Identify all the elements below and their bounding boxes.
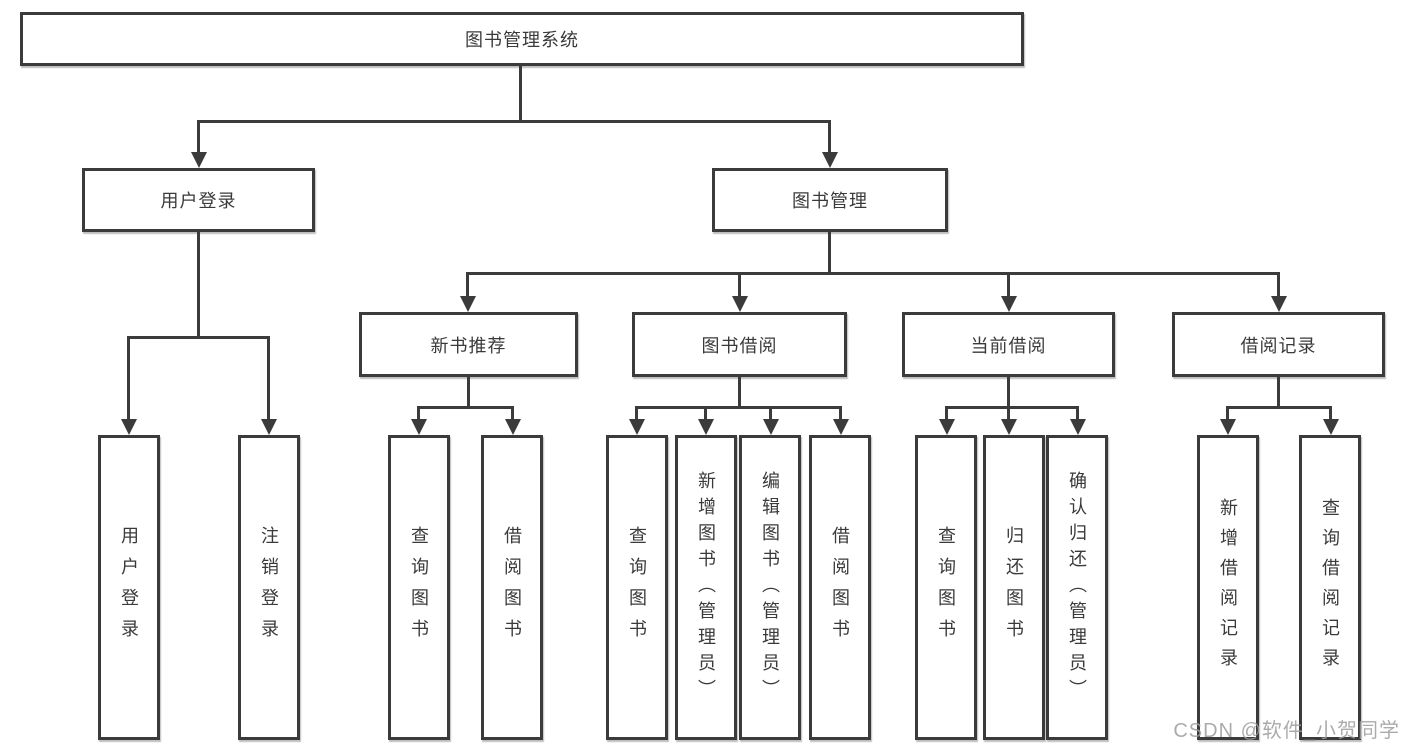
arrowhead-leaf xyxy=(511,406,514,419)
leaf-return-books: 归还图书 xyxy=(983,435,1045,740)
node-label: 图书借阅 xyxy=(701,335,778,356)
leaf-add-books-admin: 新增图书（管理员） xyxy=(675,435,737,740)
node-new-book-recommendation: 新书推荐 xyxy=(359,312,578,377)
node-label: 图书管理系统 xyxy=(465,30,579,50)
leaf-label: 归还图书 xyxy=(1004,525,1024,650)
leaf-query-books-current: 查询图书 xyxy=(915,435,977,740)
arrowhead-leaf xyxy=(945,406,948,419)
node-label: 新书推荐 xyxy=(430,335,507,356)
leaf-label: 编辑图书（管理员） xyxy=(760,470,780,705)
node-label: 用户登录 xyxy=(160,191,237,211)
arrowhead-leaf xyxy=(1329,406,1332,419)
leaf-label: 注销登录 xyxy=(259,525,279,650)
leaf-query-books-borrowing: 查询图书 xyxy=(606,435,668,740)
arrowhead-leaf xyxy=(1226,406,1229,419)
arrowhead-leaf xyxy=(635,406,638,419)
arrowhead-leaf xyxy=(839,406,842,419)
node-book-management: 图书管理 xyxy=(712,168,948,232)
arrowhead-to-borrowing-records xyxy=(1277,272,1280,296)
arrowhead-leaf xyxy=(1076,406,1079,419)
arrowhead-leaf xyxy=(769,406,772,419)
leaf-user-login: 用户登录 xyxy=(98,435,160,740)
connector-book-management-branch xyxy=(466,272,1280,275)
connector-records-branch xyxy=(1226,406,1332,409)
leaf-label: 查询图书 xyxy=(936,525,956,650)
arrowhead-to-new-book-recommendation xyxy=(466,272,469,296)
node-book-management-system: 图书管理系统 xyxy=(20,12,1024,66)
leaf-query-borrowing-record: 查询借阅记录 xyxy=(1299,435,1361,740)
connector-book-management-stem xyxy=(828,232,831,275)
leaf-label: 查询图书 xyxy=(627,525,647,650)
leaf-label: 借阅图书 xyxy=(830,525,850,650)
leaf-label: 新增图书（管理员） xyxy=(696,470,716,705)
leaf-borrow-books-borrowing: 借阅图书 xyxy=(809,435,871,740)
arrowhead-to-book-borrowing xyxy=(738,272,741,296)
connector-borrowing-branch xyxy=(635,406,842,409)
arrowhead-to-book-management xyxy=(828,120,831,152)
leaf-borrow-books-recommend: 借阅图书 xyxy=(481,435,543,740)
leaf-label: 新增借阅记录 xyxy=(1218,497,1238,678)
arrowhead-to-user-login xyxy=(197,120,200,152)
connector-current-stem xyxy=(1007,377,1010,409)
leaf-label: 借阅图书 xyxy=(502,525,522,650)
leaf-edit-books-admin: 编辑图书（管理员） xyxy=(739,435,801,740)
leaf-label: 查询借阅记录 xyxy=(1320,497,1340,678)
node-label: 图书管理 xyxy=(792,191,868,211)
arrowhead-leaf xyxy=(1007,406,1010,419)
connector-current-branch xyxy=(945,406,1079,409)
connector-recommendation-stem xyxy=(467,377,470,409)
leaf-label: 查询图书 xyxy=(409,525,429,650)
leaf-add-borrowing-record: 新增借阅记录 xyxy=(1197,435,1259,740)
arrowhead-leaf xyxy=(704,406,707,419)
csdn-watermark: CSDN @软件_小贺同学 xyxy=(1173,720,1400,742)
arrowhead-leaf xyxy=(417,406,420,419)
leaf-logout: 注销登录 xyxy=(238,435,300,740)
node-borrowing-records: 借阅记录 xyxy=(1172,312,1385,377)
connector-root-stem xyxy=(519,66,522,123)
connector-records-stem xyxy=(1277,377,1280,409)
arrowhead-to-leaf-user-login xyxy=(127,336,130,419)
node-user-login: 用户登录 xyxy=(82,168,315,232)
node-current-borrowing: 当前借阅 xyxy=(902,312,1115,377)
leaf-label: 用户登录 xyxy=(119,525,139,650)
connector-user-login-branch xyxy=(127,336,270,339)
connector-borrowing-stem xyxy=(738,377,741,409)
leaf-confirm-return-admin: 确认归还（管理员） xyxy=(1046,435,1108,740)
arrowhead-to-current-borrowing xyxy=(1007,272,1010,296)
leaf-label: 确认归还（管理员） xyxy=(1067,470,1087,705)
connector-user-login-stem xyxy=(197,232,200,339)
node-label: 借阅记录 xyxy=(1240,335,1317,356)
arrowhead-to-leaf-logout xyxy=(267,336,270,419)
connector-root-branch xyxy=(197,120,831,123)
node-book-borrowing: 图书借阅 xyxy=(632,312,847,377)
leaf-query-books-recommend: 查询图书 xyxy=(388,435,450,740)
node-label: 当前借阅 xyxy=(970,335,1047,356)
connector-recommendation-branch xyxy=(417,406,514,409)
